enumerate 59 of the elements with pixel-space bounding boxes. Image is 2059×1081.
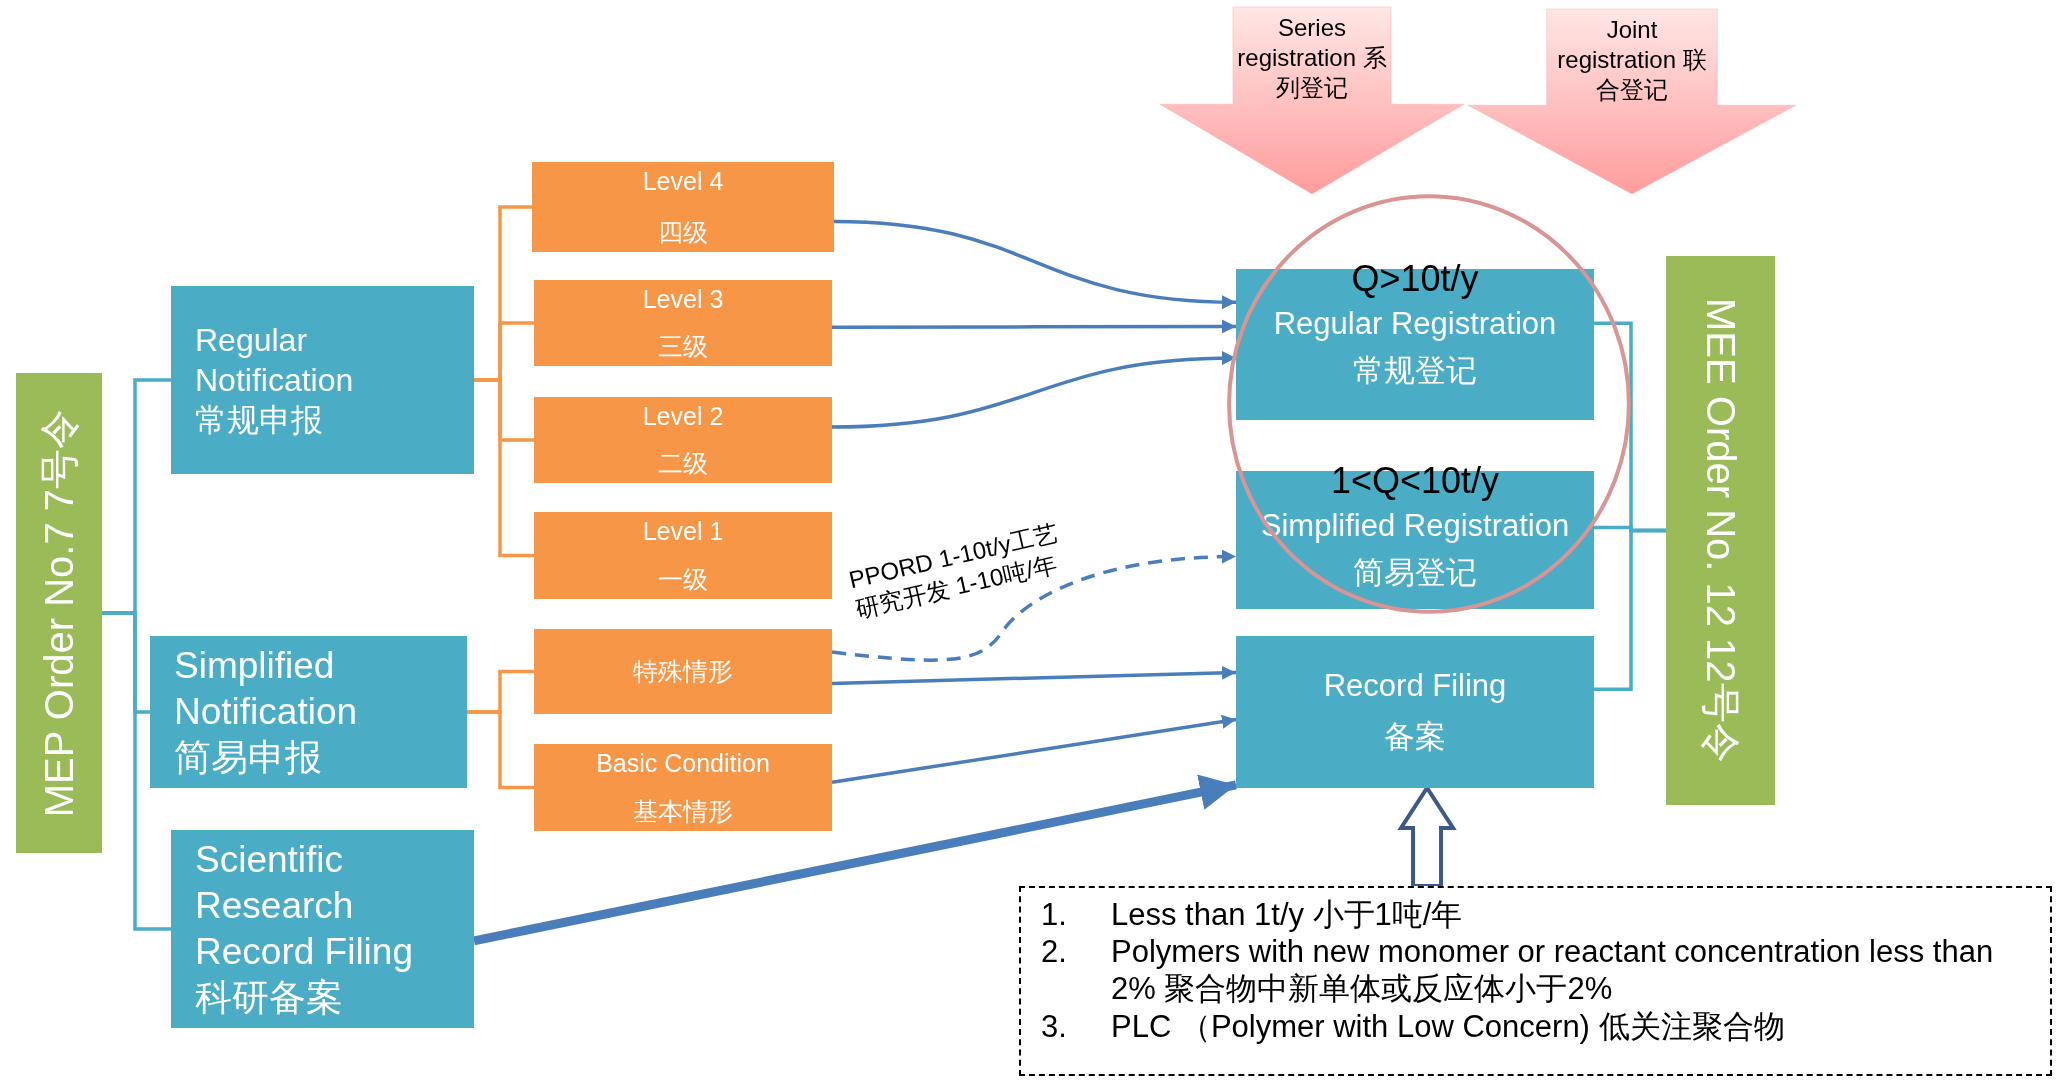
notes-box xyxy=(1019,886,2052,1076)
node-text: Record Filing xyxy=(1323,667,1507,706)
node-text: 二级 xyxy=(658,447,708,479)
order-banner xyxy=(16,373,102,853)
node-text: MEP Order No.7 7号令 xyxy=(39,408,79,818)
node-text: Regular Notification xyxy=(195,321,355,400)
arrow xyxy=(831,714,1237,784)
node-text: 简易登记 xyxy=(1353,553,1477,592)
order-banner xyxy=(1666,256,1775,805)
level-box xyxy=(534,280,832,366)
node-text: 科研备案 xyxy=(195,976,343,1021)
arrow xyxy=(831,665,1237,686)
level-box xyxy=(534,744,832,831)
node-text: MEE Order No. 12 12号令 xyxy=(1700,298,1741,763)
edge-label: Joint registration 联合登记 xyxy=(1556,15,1708,105)
node-text: 备案 xyxy=(1384,718,1446,756)
node-text: 1<Q<10t/y xyxy=(1330,463,1500,499)
category-box xyxy=(171,830,474,1028)
node-text: 1. xyxy=(1041,896,1068,934)
node-text: Regular Registration xyxy=(1273,305,1557,343)
node-text: Simplified Notification xyxy=(174,643,359,734)
level-box xyxy=(534,512,832,599)
node-text: 特殊情形 xyxy=(633,655,733,687)
node-text: 简易申报 xyxy=(174,736,322,781)
connector-line xyxy=(102,611,171,931)
edge-label: Series registration 系列登记 xyxy=(1236,13,1388,103)
down-block-arrow xyxy=(1467,8,1797,195)
node-text: 一级 xyxy=(658,563,708,595)
node-text: Polymers with new monomer or reactant concentration less than 2% 聚合物中新单体或反应体小于2% xyxy=(1111,933,1995,1008)
level-box xyxy=(534,629,832,714)
arrow xyxy=(473,774,1237,946)
arrow xyxy=(831,549,1237,662)
node-text: Less than 1t/y 小于1吨/年 xyxy=(1111,896,1464,934)
connector-line xyxy=(467,710,534,790)
level-box xyxy=(532,162,834,252)
arrow xyxy=(832,319,1236,334)
category-box xyxy=(171,286,474,474)
category-box xyxy=(150,636,467,788)
category-box xyxy=(1236,636,1594,788)
node-text: Scientific Research Record Filing xyxy=(195,837,414,974)
node-text: 常规登记 xyxy=(1353,351,1477,390)
down-block-arrow xyxy=(1159,6,1465,195)
node-text: Level 1 xyxy=(642,516,724,547)
node-text: 常规申报 xyxy=(195,401,323,440)
node-text: Basic Condition xyxy=(596,748,770,779)
node-text: Level 4 xyxy=(642,166,724,197)
node-text: 2. xyxy=(1041,933,1068,972)
arrow xyxy=(833,219,1237,309)
node-text: PLC （Polymer with Low Concern) 低关注聚合物 xyxy=(1111,1007,1786,1045)
node-text: Level 3 xyxy=(642,284,724,315)
node-text: Level 2 xyxy=(642,401,724,432)
node-text: 3. xyxy=(1041,1007,1068,1045)
level-box xyxy=(534,397,832,483)
node-text: 三级 xyxy=(658,330,708,362)
highlight-circle xyxy=(1225,192,1633,616)
connector-line xyxy=(1594,528,1666,691)
node-text: Q>10t/y xyxy=(1351,261,1479,297)
node-text: 四级 xyxy=(658,216,708,248)
node-text: 基本情形 xyxy=(633,795,733,827)
